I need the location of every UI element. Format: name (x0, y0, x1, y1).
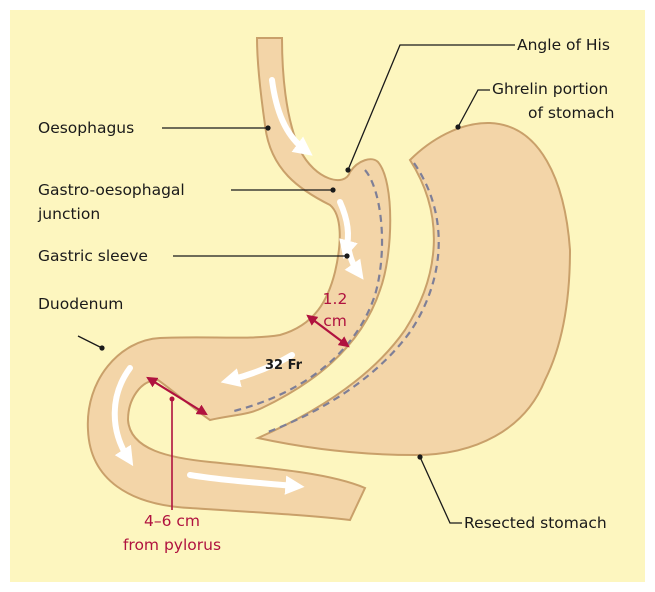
label-distance-desc: from pylorus (112, 534, 232, 556)
label-resected-stomach: Resected stomach (464, 512, 607, 534)
label-angle-of-his: Angle of His (517, 34, 610, 56)
label-ghrelin-line2: of stomach (528, 102, 614, 124)
label-gastric-sleeve: Gastric sleeve (38, 245, 148, 267)
label-bougie-size: 32 Fr (265, 355, 302, 377)
label-width-unit: cm (315, 310, 355, 332)
label-width-value: 1.2 (315, 288, 355, 310)
label-duodenum: Duodenum (38, 293, 123, 315)
leader-resected (420, 457, 462, 523)
label-oesophagus: Oesophagus (38, 117, 134, 139)
label-distance-value: 4–6 cm (122, 510, 222, 532)
label-ge-junction-line1: Gastro-oesophagal (38, 179, 185, 201)
leader-duodenum (78, 336, 102, 348)
label-ge-junction-line2: junction (38, 203, 100, 225)
label-ghrelin-line1: Ghrelin portion (492, 78, 608, 100)
diagram-canvas: Angle of His Ghrelin portion of stomach … (10, 10, 645, 582)
leader-ghrelin (458, 90, 490, 127)
